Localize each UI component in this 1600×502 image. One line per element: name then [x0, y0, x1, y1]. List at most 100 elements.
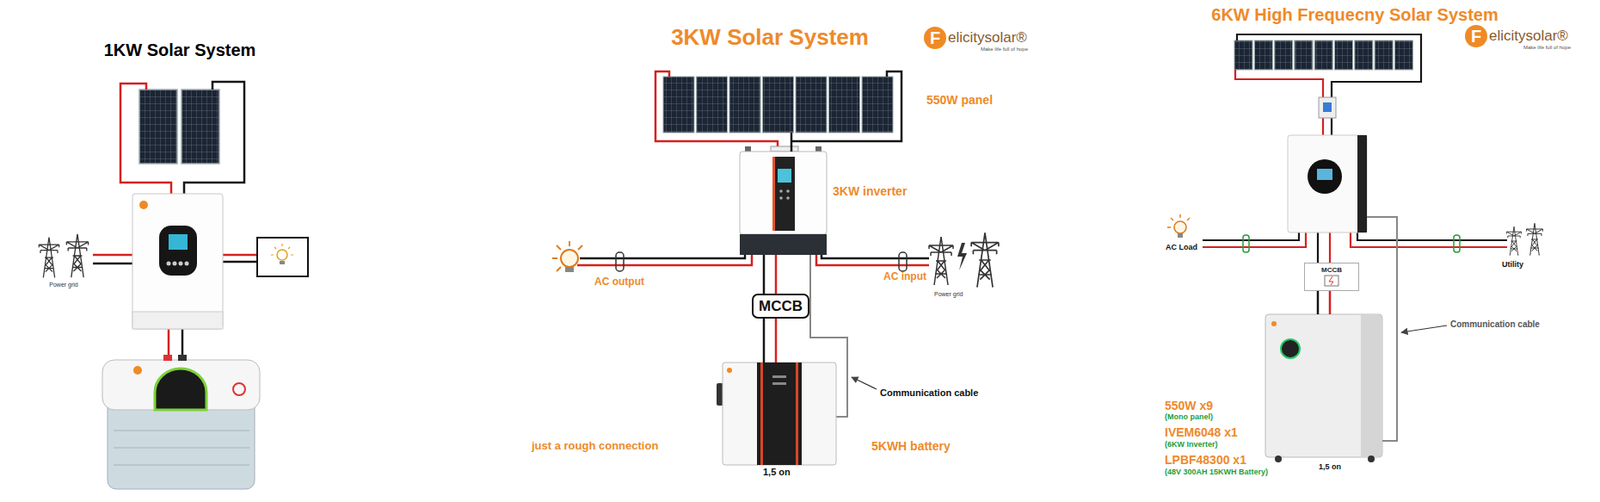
parts-list-item: IVEM6048 x1 [1164, 424, 1238, 439]
mccb-box: MCCB [751, 293, 810, 319]
mccb-illustration [1324, 275, 1339, 286]
mccb-illustration [1304, 262, 1360, 291]
positive-wire [653, 254, 752, 265]
wire [1329, 232, 1331, 263]
inverter-illustration [744, 146, 751, 152]
inverter-illustration [786, 189, 790, 193]
power-grid: AC inputPower grid [881, 230, 1011, 300]
wire [1330, 117, 1333, 136]
inverter-illustration [132, 193, 223, 329]
tv-load [270, 243, 294, 255]
solar-panel [1354, 40, 1373, 70]
cable-label: Communication cable [880, 387, 979, 399]
solar-panel [1254, 40, 1273, 70]
battery-illustration [163, 354, 173, 361]
cable-clamp [615, 252, 624, 271]
inverter-illustration [1287, 135, 1367, 233]
inverter: 3KW inverter [739, 151, 921, 255]
logo-tagline: Make life full of hope [1523, 44, 1571, 51]
breaker-symbol [1323, 102, 1332, 112]
inverter-illustration [168, 233, 188, 250]
wire [92, 262, 133, 265]
parts-list-item: 550W x9 [1164, 398, 1213, 413]
parts-list-note: (6KW Inverter) [1164, 439, 1219, 449]
battery-cabinet-illustration [1367, 455, 1375, 462]
wire [1202, 34, 1508, 263]
bulb-symbol [1167, 214, 1190, 228]
inverter-illustration [1287, 135, 1367, 233]
pylon-symbol [929, 236, 954, 285]
communication-cable [1366, 216, 1397, 441]
inverter-illustration [178, 261, 184, 266]
inverter-illustration [132, 311, 223, 329]
cable-clamp [1243, 234, 1460, 253]
battery-illustration [772, 375, 787, 378]
solar-panel [1234, 40, 1413, 70]
solar-panel [696, 76, 728, 133]
solar-panel [795, 76, 827, 133]
positive-wire [653, 254, 1330, 363]
battery-cabinet-illustration [1360, 314, 1382, 456]
tv-load [257, 237, 308, 277]
node-text: 1,5 on [1318, 461, 1342, 471]
solar-panel [1394, 40, 1413, 70]
logo-text: elicitysolar® [947, 29, 1028, 47]
inverter-illustration [815, 146, 822, 152]
wire-connector [653, 254, 745, 259]
pylon-symbol [1507, 222, 1544, 255]
cable-label: Communication cable [1450, 319, 1540, 330]
inverter-illustration [159, 225, 197, 276]
node-text: Utility [1501, 259, 1524, 269]
wire [92, 253, 133, 257]
battery-cabinet-illustration [1280, 338, 1300, 358]
pylon-symbol [929, 232, 999, 287]
wire [1236, 34, 1422, 98]
wire [222, 260, 258, 264]
wire [1357, 232, 1508, 240]
positive-wire [775, 254, 778, 294]
battery-cabinet: 1,5 on [1265, 313, 1383, 473]
battery-illustration [722, 362, 837, 465]
node-text: AC input [883, 270, 927, 284]
breaker-symbol [1318, 97, 1336, 118]
logo-mark [923, 26, 947, 50]
pylon-symbol [1526, 222, 1544, 255]
inverter-illustration [779, 189, 783, 193]
system-title: 3KW Solar System [670, 24, 869, 51]
bulb-symbol [552, 240, 583, 271]
wire [1202, 232, 1299, 240]
inverter-illustration [786, 196, 790, 200]
wire [579, 257, 654, 260]
wire-connector [1316, 290, 1320, 314]
solar-panel [181, 89, 220, 164]
pylon-symbol [971, 232, 999, 287]
wire-connector [821, 254, 882, 259]
bulb-symbol [565, 266, 574, 272]
inverter-illustration [772, 156, 795, 231]
solar-panel [1274, 40, 1293, 70]
bulb-symbol [1167, 214, 1190, 238]
pylon-symbol [38, 237, 59, 278]
inverter-illustration [1307, 159, 1342, 194]
breaker-symbol [1318, 97, 1336, 118]
logo-tagline: Make life full of hope [980, 46, 1028, 53]
solar-panel [139, 89, 178, 164]
utility-grid: Utility [1496, 225, 1551, 271]
node-text: AC output [594, 276, 645, 289]
positive-wire [1329, 290, 1332, 314]
battery-cabinet-illustration [1271, 320, 1277, 327]
wire [791, 71, 902, 142]
cable-clamp [615, 252, 907, 271]
bulb-symbol [1174, 221, 1187, 234]
wire [1316, 232, 1319, 263]
battery-illustration [726, 367, 733, 373]
tv-load [276, 249, 288, 260]
wire [181, 328, 185, 357]
battery-illustration [102, 354, 260, 489]
mccb-box: MCCB [1304, 262, 1360, 291]
wire [1322, 117, 1324, 136]
node-text: 550W panel [926, 92, 993, 107]
